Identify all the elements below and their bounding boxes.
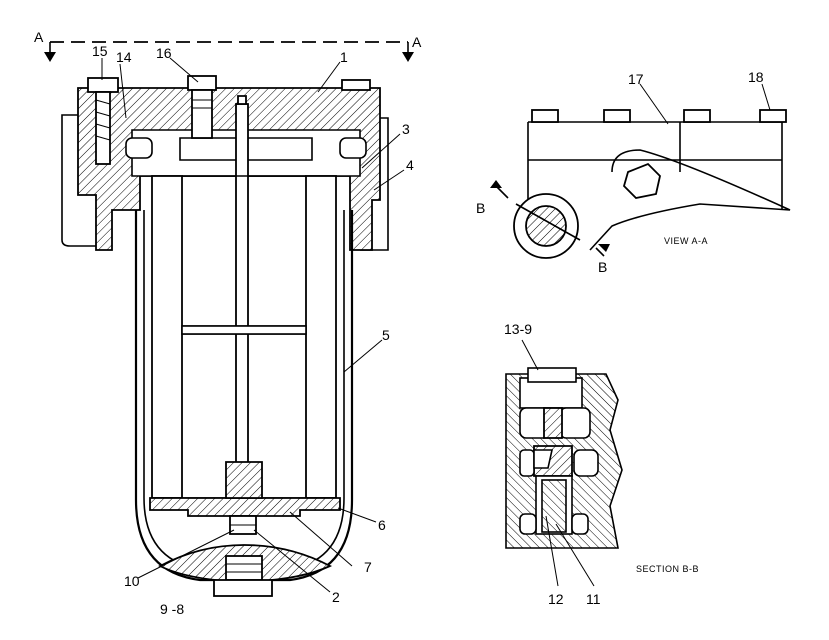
- callout-15: 15: [92, 43, 108, 59]
- callout-2: 2: [332, 589, 340, 605]
- callout-5: 5: [382, 327, 390, 343]
- bottom-plate-hub: [225, 461, 263, 499]
- view-a-a-caption: VIEW A-A: [664, 236, 708, 246]
- center-rod: [235, 95, 249, 525]
- main-section-view: A A: [34, 29, 422, 617]
- leader-lines-main: [101, 57, 405, 593]
- filter-elements: [151, 175, 337, 499]
- view-a-body: [527, 121, 783, 210]
- callout-18: 18: [748, 69, 764, 85]
- valve-16: [187, 75, 217, 139]
- view-a-bracket-arm: [589, 149, 791, 251]
- head-port-right: [339, 137, 367, 159]
- section-b-b: 13-9 12 11 SECTION B-B: [504, 321, 699, 607]
- callout-12: 12: [548, 591, 564, 607]
- callout-3: 3: [402, 121, 410, 137]
- mounting-bracket: [61, 114, 389, 251]
- view-a-bolts: [531, 109, 787, 123]
- callout-11: 11: [586, 591, 601, 607]
- section-letter-left: A: [34, 29, 44, 45]
- section-b-b-caption: SECTION B-B: [636, 564, 699, 574]
- section-b-bore-upper: [527, 367, 577, 383]
- callout-16: 16: [156, 45, 172, 61]
- callout-10: 10: [124, 573, 140, 589]
- nut-10: [229, 515, 257, 535]
- head-port-left: [125, 137, 153, 159]
- callout-17: 17: [628, 71, 644, 87]
- section-line-a-a: A A: [34, 29, 422, 62]
- drain-plug: [213, 555, 273, 597]
- callout-1: 1: [340, 49, 348, 65]
- callout-13-9: 13-9: [504, 321, 532, 337]
- callout-6: 6: [378, 517, 386, 533]
- view-a-port-inner: [525, 205, 567, 247]
- head-bolt-right: [341, 79, 371, 91]
- view-a-a: B B 17 18 VIEW A-A: [476, 69, 791, 275]
- view-a-hex: [622, 162, 661, 199]
- callout-7: 7: [364, 559, 372, 575]
- bolt-15: [87, 77, 119, 165]
- element-bottom-plate: [149, 497, 341, 517]
- section-b-left: B: [476, 200, 485, 216]
- section-b-right: B: [598, 259, 607, 275]
- section-letter-right: A: [412, 34, 422, 50]
- callout-14: 14: [116, 49, 132, 65]
- callout-9-8: 9 -8: [160, 601, 184, 617]
- callout-4: 4: [406, 157, 414, 173]
